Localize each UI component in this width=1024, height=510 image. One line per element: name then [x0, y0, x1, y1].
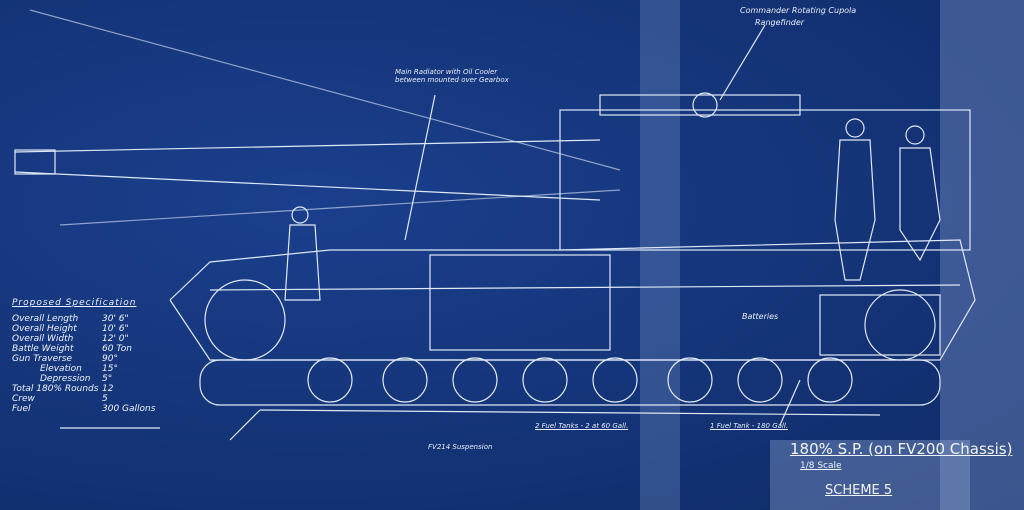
spec-label: Gun Traverse — [12, 354, 73, 364]
paper-fade — [940, 0, 1024, 510]
spec-value: 30' 6" — [102, 314, 129, 324]
track-wheels — [199, 279, 941, 406]
spec-row: Elevation 15° — [12, 364, 155, 374]
spec-label: Battle Weight — [12, 344, 74, 354]
spec-value: 10' 6" — [102, 324, 129, 334]
rangefinder-annotation: Rangefinder — [755, 18, 805, 27]
spec-row: Battle Weight 60 Ton — [12, 344, 155, 354]
hull — [169, 92, 976, 361]
paper-fold — [640, 0, 680, 510]
spec-value: 300 Gallons — [102, 404, 156, 414]
leader-lines — [60, 24, 881, 441]
spec-value: 12' 0" — [102, 334, 129, 344]
spec-label: Overall Height — [12, 324, 77, 334]
spec-row: Crew 5 — [12, 394, 155, 404]
spec-row: Gun Traverse 90° — [12, 354, 155, 364]
fuel-tank-annotation: 1 Fuel Tank - 180 Gall. — [710, 422, 789, 430]
drawing-scale: 1/8 Scale — [800, 461, 842, 471]
batteries-annotation: Batteries — [742, 312, 779, 321]
scheme-label: SCHEME 5 — [825, 483, 893, 498]
cupola-annotation: Commander Rotating Cupola — [740, 6, 857, 15]
spec-value: 12 — [102, 384, 114, 394]
spec-value: 15° — [102, 364, 118, 374]
spec-row: Overall Length 30' 6" — [12, 314, 155, 324]
specification-block: Proposed Specification Overall Length 30'… — [12, 298, 155, 414]
fuel-tanks-annotation: 2 Fuel Tanks - 2 at 60 Gall. — [535, 422, 629, 430]
spec-row: Overall Height 10' 6" — [12, 324, 155, 334]
radiator-annotation: Main Radiator with Oil Cooler between mo… — [395, 68, 509, 84]
spec-label: Overall Length — [12, 314, 79, 324]
gun-barrel — [14, 9, 621, 226]
spec-label: Fuel — [12, 404, 31, 414]
paper-fade — [770, 440, 970, 510]
spec-value: 5 — [102, 394, 108, 404]
crew-figures — [284, 118, 941, 301]
spec-value: 60 Ton — [102, 344, 132, 354]
spec-value: 5° — [102, 374, 113, 384]
suspension-annotation: FV214 Suspension — [428, 443, 493, 451]
spec-label: Crew — [12, 394, 35, 404]
drawing-title: 180% S.P. (on FV200 Chassis) — [790, 440, 1013, 458]
spec-row: Depression 5° — [12, 374, 155, 384]
spec-label: Total 180% Rounds — [12, 384, 99, 394]
spec-row: Fuel 300 Gallons — [12, 404, 155, 414]
spec-label: Depression — [40, 374, 91, 384]
spec-label: Elevation — [40, 364, 82, 374]
spec-row: Overall Width 12' 0" — [12, 334, 155, 344]
spec-label: Overall Width — [12, 334, 74, 344]
title-block: 180% S.P. (on FV200 Chassis) 1/8 Scale S… — [790, 440, 1012, 498]
spec-value: 90° — [102, 354, 118, 364]
specification-heading: Proposed Specification — [12, 298, 137, 308]
